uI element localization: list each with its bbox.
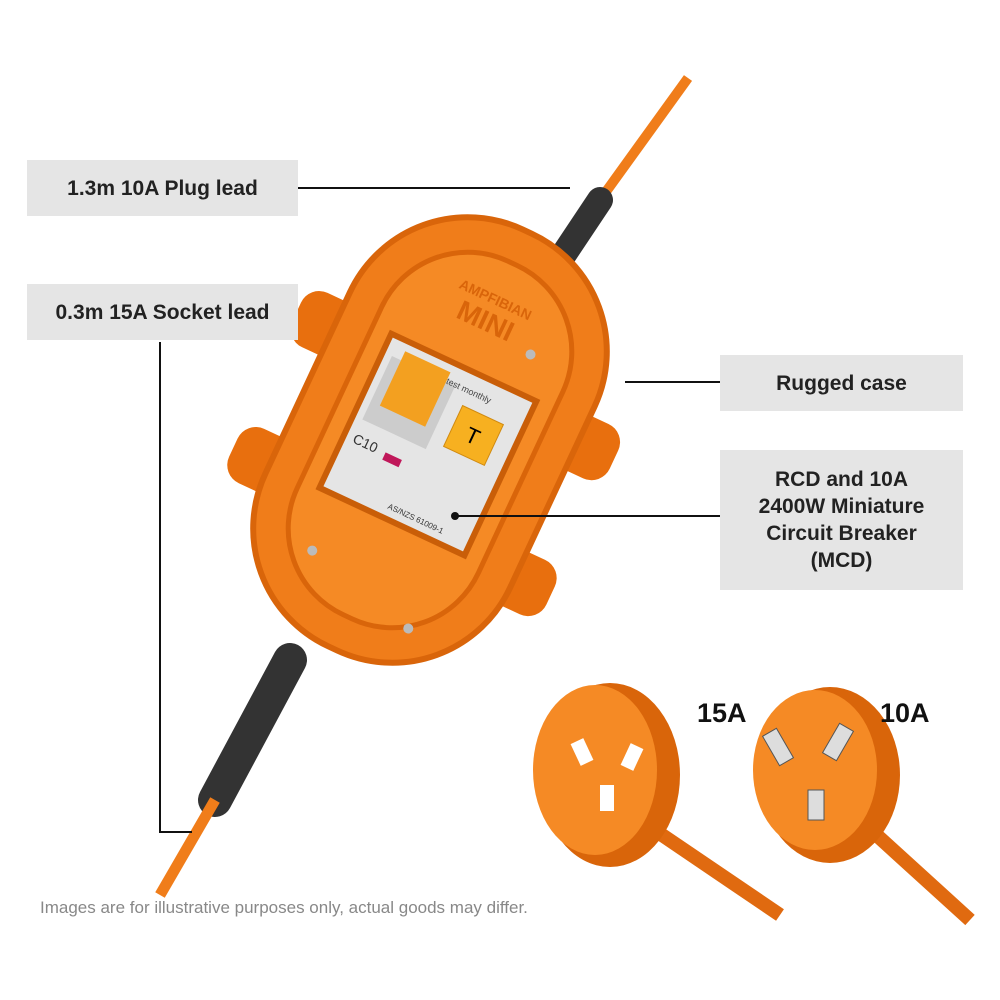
rcd-line-2: 2400W Miniature	[758, 495, 925, 518]
plug-10a-label: 10A	[880, 698, 930, 728]
plug-lead-cable	[595, 75, 693, 203]
socket-lead-strain-relief	[198, 643, 307, 817]
callout-rugged-case: Rugged case	[720, 355, 963, 411]
callout-socket-lead: 0.3m 15A Socket lead	[27, 284, 298, 340]
callout-plug-lead: 1.3m 10A Plug lead	[27, 160, 298, 216]
socket-15a-illustration	[533, 683, 784, 921]
callout-rcd: RCD and 10A 2400W Miniature Circuit Brea…	[720, 450, 963, 590]
socket-lead-callout-line	[159, 342, 192, 833]
disclaimer-text: Images are for illustrative purposes onl…	[40, 898, 528, 917]
socket-15a-label: 15A	[697, 698, 747, 728]
rcd-device: T test monthly C10 AS/NZS 61009-1 AMPFIB…	[227, 214, 621, 666]
rcd-line-3: Circuit Breaker	[766, 522, 917, 545]
plug-10a-illustration	[753, 687, 975, 926]
socket-lead-cable	[155, 797, 220, 898]
rcd-line-1: RCD and 10A	[774, 468, 909, 491]
rcd-line-4: (MCD)	[810, 549, 873, 572]
plug-lead-strain-relief	[547, 187, 613, 273]
